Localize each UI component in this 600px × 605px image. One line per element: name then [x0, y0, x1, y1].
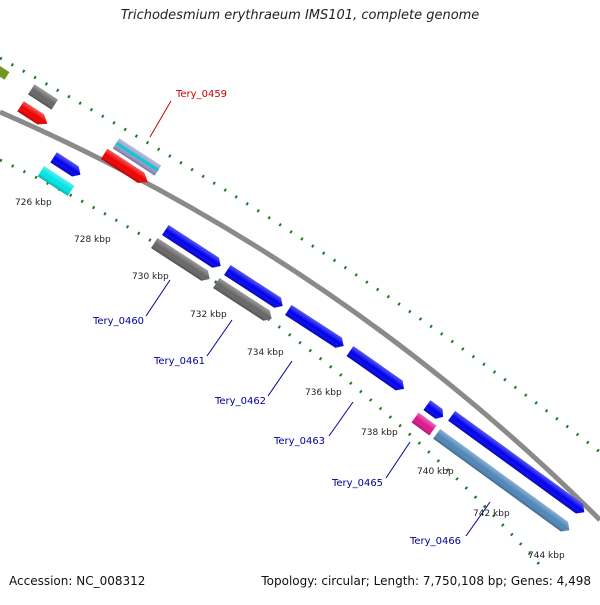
gene-label-tery-0459: Tery_0459 [175, 89, 227, 100]
genome-backbone [0, 109, 600, 522]
leader-tery-0460 [145, 279, 171, 317]
gene-blue-tery-0462 [285, 304, 344, 348]
genome-summary: Topology: circular; Length: 7,750,108 bp… [261, 574, 591, 588]
kbp-label: 742 kbp [473, 509, 510, 519]
kbp-label: 738 kbp [361, 428, 398, 438]
gene-blue-tery-0460 [162, 224, 221, 268]
leader-tery-0462 [267, 360, 293, 397]
leader-tery-0466 [465, 501, 491, 537]
gene-blue-tery-0461 [224, 264, 283, 308]
gene-magenta-tery-0465 [411, 412, 437, 436]
gene-gray-tery-0460 [151, 237, 210, 281]
accession-label: Accession: NC_008312 [9, 574, 146, 588]
gene-blue-long-740 [448, 410, 585, 514]
gene-olive-partial [0, 64, 10, 80]
kbp-label: 726 kbp [15, 198, 52, 208]
kbp-label: 736 kbp [305, 388, 342, 398]
gene-blue-tery-0463 [346, 346, 405, 391]
kbp-label: 744 kbp [528, 551, 565, 561]
gene-lavender-tery-0459 [112, 138, 162, 176]
leader-tery-0459 [149, 100, 172, 138]
leader-tery-0463 [328, 401, 354, 437]
inner-tick-track [0, 158, 542, 567]
gene-red-top-1 [17, 101, 48, 125]
gene-red-tery-0459 [100, 148, 148, 183]
kbp-label: 728 kbp [74, 235, 111, 245]
gene-label-tery-0465: Tery_0465 [331, 478, 383, 489]
gene-label-tery-0460: Tery_0460 [92, 316, 144, 327]
gene-blue-726 [50, 152, 81, 177]
gene-cyan-726 [37, 166, 75, 196]
leader-tery-0461 [206, 319, 233, 357]
kbp-label: 740 kbp [417, 467, 454, 477]
gene-gray-top-1 [27, 84, 59, 110]
leader-tery-0465 [385, 441, 411, 479]
gene-blue-small-738 [423, 400, 444, 419]
kbp-label: 734 kbp [247, 348, 284, 358]
map-title: Trichodesmium erythraeum IMS101, complet… [120, 8, 480, 23]
kbp-label: 732 kbp [190, 310, 227, 320]
gene-label-tery-0461: Tery_0461 [153, 356, 205, 367]
gene-steel-tery-0466 [433, 428, 570, 532]
gene-label-tery-0463: Tery_0463 [273, 436, 325, 447]
gene-label-tery-0466: Tery_0466 [409, 536, 461, 547]
kbp-label: 730 kbp [132, 272, 169, 282]
gene-label-tery-0462: Tery_0462 [214, 396, 266, 407]
outer-tick-track [0, 56, 600, 454]
gene-gray-tery-0461 [213, 277, 272, 321]
